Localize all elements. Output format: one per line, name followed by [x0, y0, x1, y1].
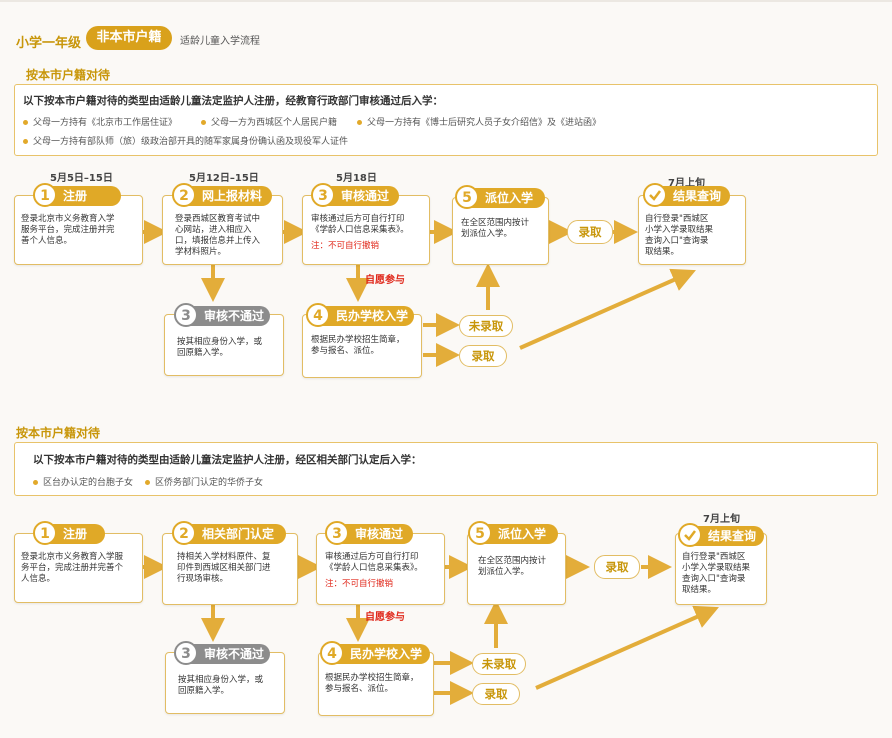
section2-bullet: 区侨务部门认定的华侨子女	[145, 475, 263, 488]
step-desc: 自行登录"西城区小学入学录取结果查询入口"查询录取结果。	[645, 214, 714, 257]
date-label: 7月上旬	[668, 178, 705, 189]
date-label: 5月18日	[336, 173, 377, 184]
not-admit-tag: 未录取	[459, 315, 513, 337]
check-icon	[643, 183, 667, 207]
section1-info-title: 以下按本市户籍对待的类型由适龄儿童法定监护人注册，经教育行政部门审核通过后入学：	[23, 95, 443, 107]
check-icon	[678, 523, 702, 547]
step-desc: 按其相应身份入学，或回原籍入学。	[178, 675, 264, 696]
bullet-dot-icon	[357, 120, 362, 125]
admit-tag: 录取	[594, 555, 640, 579]
step-box-approved: 审核通过后方可自行打印《学龄人口信息采集表》。注：不可自行撤销	[316, 533, 445, 605]
step-box-verify: 持相关入学材料原件、复印件到西城区相关部门进行现场审核。	[162, 533, 298, 605]
section1-bullet: 父母一方持有《北京市工作居住证》	[23, 115, 177, 128]
section1-title: 按本市户籍对待	[26, 68, 111, 82]
step-desc: 持相关入学材料原件、复印件到西城区相关部门进行现场审核。	[177, 552, 271, 584]
step-desc: 根据民办学校招生简章，参与报名、派位。	[325, 673, 419, 694]
date-label: 7月上旬	[703, 514, 740, 525]
step-desc: 在全区范围内按计划派位入学。	[461, 218, 530, 239]
bullet-dot-icon	[145, 480, 150, 485]
section1-bullet: 父母一方持有《博士后研究人员子女介绍信》及《进站函》	[357, 115, 601, 128]
bullet-dot-icon	[201, 120, 206, 125]
bullet-dot-icon	[23, 139, 28, 144]
admit-tag: 录取	[567, 220, 613, 244]
step-desc: 登录北京市义务教育入学服务平台，完成注册并完善个人信息。	[21, 214, 115, 246]
section2-info-title: 以下按本市户籍对待的类型由适龄儿童法定监护人注册，经区相关部门认定后入学：	[33, 454, 422, 466]
section2-title: 按本市户籍对待	[16, 426, 101, 440]
step-desc: 登录北京市义务教育入学服务平台，完成注册并完善个人信息。	[21, 552, 124, 584]
bullet-dot-icon	[33, 480, 38, 485]
section2-info-box: 以下按本市户籍对待的类型由适龄儿童法定监护人注册，经区相关部门认定后入学： 区台…	[14, 442, 878, 496]
step-pill-result: 结果查询	[643, 183, 730, 207]
step-box-assign: 在全区范围内按计划派位入学。	[467, 533, 566, 605]
step-desc: 根据民办学校招生简章，参与报名、派位。	[311, 335, 405, 356]
section1-info-box: 以下按本市户籍对待的类型由适龄儿童法定监护人注册，经教育行政部门审核通过后入学：…	[14, 84, 878, 156]
category-tab[interactable]: 非本市户籍	[86, 26, 172, 50]
step-box-register: 登录北京市义务教育入学服务平台，完成注册并完善个人信息。	[14, 195, 143, 265]
date-label: 5月12日–15日	[189, 173, 259, 184]
top-divider	[0, 0, 892, 2]
grade-label: 小学一年级	[16, 36, 82, 51]
section2-bullet: 区台办认定的台胞子女	[33, 475, 133, 488]
step-pill-result: 结果查询	[678, 523, 764, 547]
step-desc: 审核通过后方可自行打印《学龄人口信息采集表》。注：不可自行撤销	[325, 552, 423, 589]
step-desc: 审核通过后方可自行打印《学龄人口信息采集表》。注：不可自行撤销	[311, 214, 409, 251]
step-box-approved: 审核通过后方可自行打印《学龄人口信息采集表》。注：不可自行撤销	[302, 195, 430, 265]
voluntary-label: 自愿参与	[365, 612, 405, 623]
bullet-dot-icon	[23, 120, 28, 125]
step-desc: 登录西城区教育考试中心网站，进入相应入口，填报信息并上传入学材料照片。	[175, 214, 261, 257]
admit-tag: 录取	[459, 345, 507, 367]
step-desc: 自行登录"西城区小学入学录取结果查询入口"查询录取结果。	[682, 552, 751, 595]
admit-tag: 录取	[472, 683, 520, 705]
step-desc: 按其相应身份入学，或回原籍入学。	[177, 337, 263, 358]
step-box-result: 自行登录"西城区小学入学录取结果查询入口"查询录取结果。	[638, 195, 746, 265]
step-desc: 在全区范围内按计划派位入学。	[478, 556, 547, 577]
date-label: 5月5日–15日	[50, 173, 113, 184]
section1-bullet: 父母一方持有部队师（旅）级政治部开具的随军家属身份确认函及现役军人证件	[23, 134, 348, 147]
section1-bullet: 父母一方为西城区个人居民户籍	[201, 115, 337, 128]
flow-subtitle: 适龄儿童入学流程	[180, 36, 260, 47]
step-box-register: 登录北京市义务教育入学服务平台，完成注册并完善个人信息。	[14, 533, 143, 603]
voluntary-label: 自愿参与	[365, 275, 405, 286]
not-admit-tag: 未录取	[472, 653, 526, 675]
